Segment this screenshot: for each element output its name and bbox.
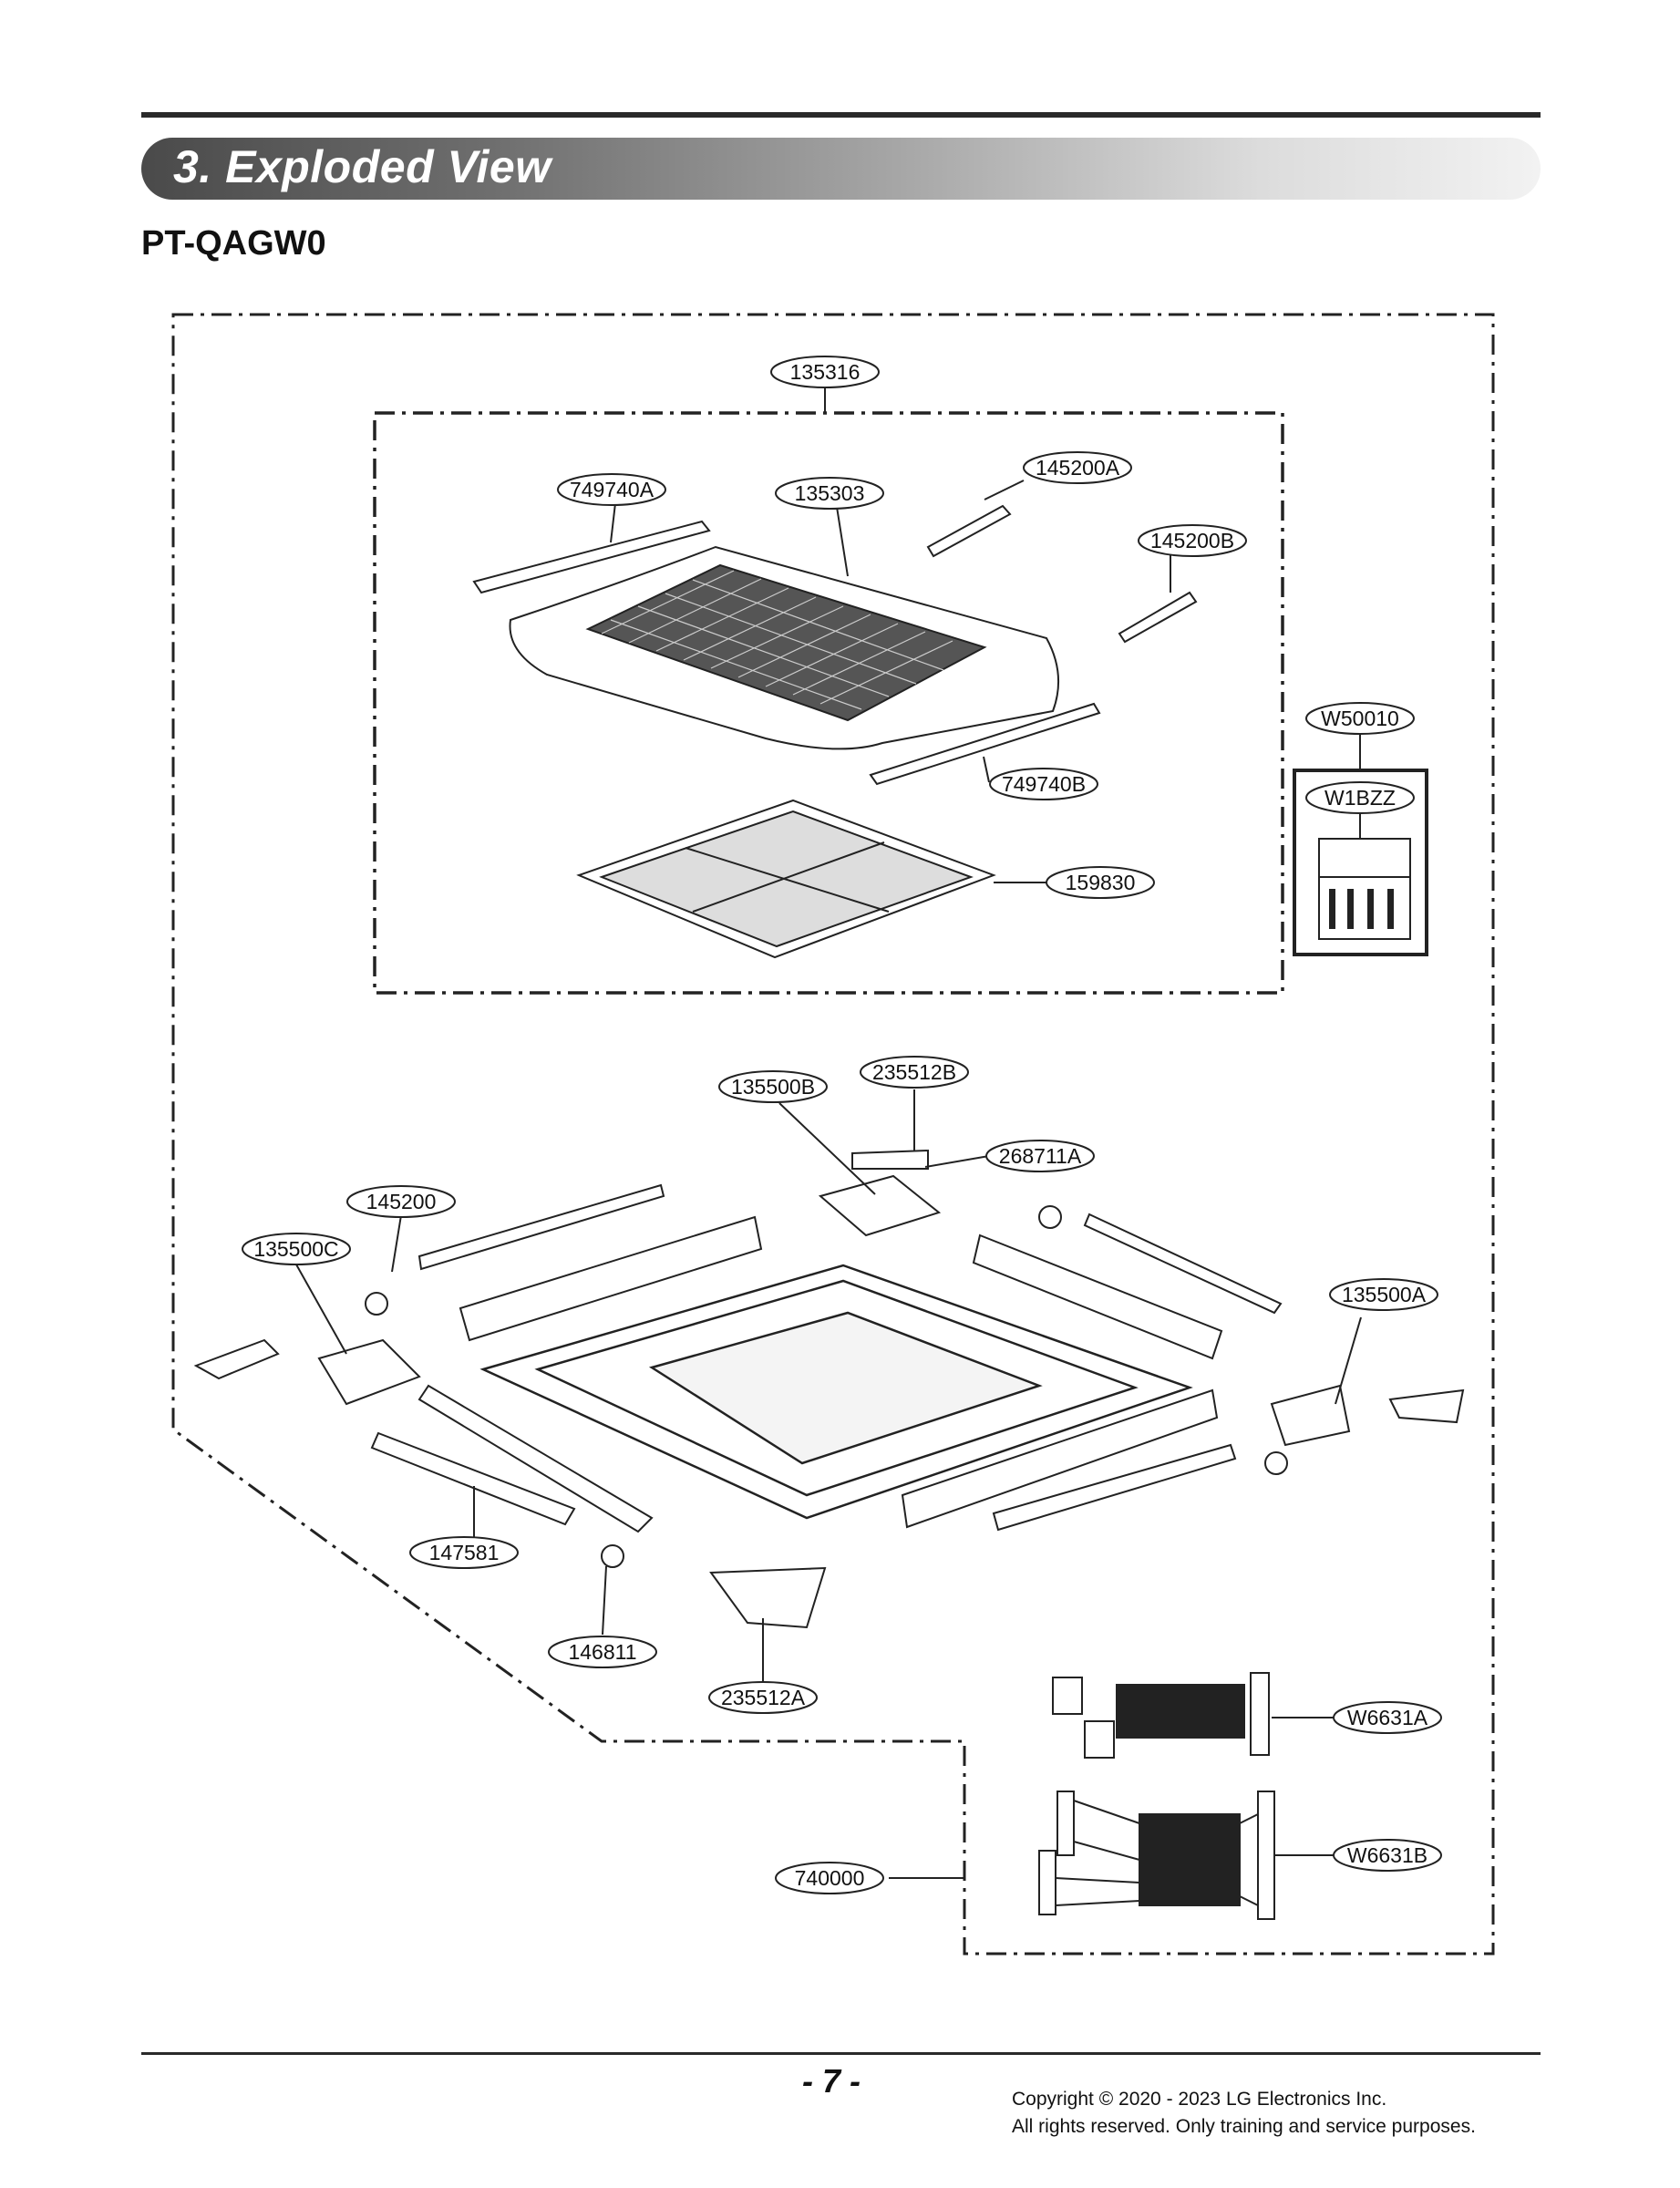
callout-135316: 135316 — [790, 360, 861, 384]
callout-W6631B: W6631B — [1347, 1843, 1427, 1867]
panel-body-frame — [479, 1264, 1193, 1520]
callout-oval — [1023, 451, 1132, 484]
callout-oval — [242, 1233, 351, 1265]
callout-135500A: 135500A — [1342, 1283, 1427, 1306]
grille-group-boundary — [373, 411, 1284, 995]
corner-brackets — [317, 1174, 1351, 1447]
callout-oval — [770, 356, 880, 388]
model-name: PT-QAGW0 — [141, 224, 326, 263]
callout-oval — [860, 1056, 969, 1089]
callout-235512A: 235512A — [721, 1686, 806, 1709]
callouts — [242, 356, 1442, 1894]
callout-268711A: 268711A — [999, 1144, 1082, 1168]
callout-W6631A: W6631A — [1347, 1706, 1428, 1729]
callout-oval — [1138, 524, 1247, 557]
air-filter — [576, 799, 996, 959]
callout-145200: 145200 — [366, 1190, 437, 1213]
step-motors — [365, 1205, 1288, 1568]
callout-749740A: 749740A — [570, 478, 654, 501]
callout-W50010: W50010 — [1321, 707, 1399, 730]
page-number: - 7 - — [802, 2062, 861, 2100]
wired-remote-kit — [1318, 838, 1411, 940]
callout-oval — [1333, 1839, 1442, 1872]
callout-145200B: 145200B — [1150, 529, 1234, 552]
callout-oval — [989, 768, 1098, 800]
corner-covers — [193, 1149, 1465, 1629]
callout-oval — [1305, 781, 1415, 814]
callout-145200A: 145200A — [1036, 456, 1120, 480]
callout-oval — [775, 1862, 884, 1894]
callout-740000: 740000 — [795, 1866, 865, 1890]
section-title: 3. Exploded View — [173, 141, 551, 192]
callout-135500B: 135500B — [731, 1075, 815, 1099]
callout-oval — [985, 1140, 1095, 1172]
callout-135500C: 135500C — [253, 1237, 338, 1261]
copyright-line-2: All rights reserved. Only training and s… — [1012, 2116, 1476, 2137]
callout-146811: 146811 — [568, 1640, 636, 1664]
callout-oval — [1329, 1278, 1438, 1311]
leader-lines — [295, 387, 1362, 1879]
callout-147581: 147581 — [429, 1541, 500, 1564]
callout-oval — [557, 473, 666, 506]
copyright-line-1: Copyright © 2020 - 2023 LG Electronics I… — [1012, 2089, 1387, 2110]
callout-oval — [718, 1070, 828, 1103]
callout-oval — [1333, 1701, 1442, 1734]
wire-harness-b — [1038, 1791, 1275, 1920]
callout-135303: 135303 — [795, 481, 865, 505]
callout-W1BZZ: W1BZZ — [1324, 786, 1396, 810]
callout-oval — [1305, 702, 1415, 735]
section-header-bar — [141, 138, 1541, 200]
callout-159830: 159830 — [1066, 871, 1136, 894]
bottom-rule — [141, 2052, 1541, 2055]
louver-assemblies — [370, 1183, 1283, 1533]
top-rule — [141, 112, 1541, 118]
callout-oval — [409, 1536, 519, 1569]
callout-oval — [708, 1681, 818, 1714]
wire-harness-a — [1052, 1672, 1270, 1759]
callout-235512B: 235512B — [872, 1060, 956, 1084]
callout-oval — [346, 1185, 456, 1218]
callout-oval — [548, 1636, 657, 1668]
front-grille-panel — [509, 545, 1060, 750]
outer-boundary — [171, 313, 1495, 1956]
callout-oval — [1046, 866, 1155, 899]
callout-oval — [775, 477, 884, 510]
grille-hinge-rails — [472, 504, 1198, 786]
copyright-notice: Copyright © 2020 - 2023 LG Electronics I… — [1012, 2086, 1476, 2141]
grille-mesh — [601, 570, 953, 710]
callout-749740B: 749740B — [1002, 772, 1086, 796]
